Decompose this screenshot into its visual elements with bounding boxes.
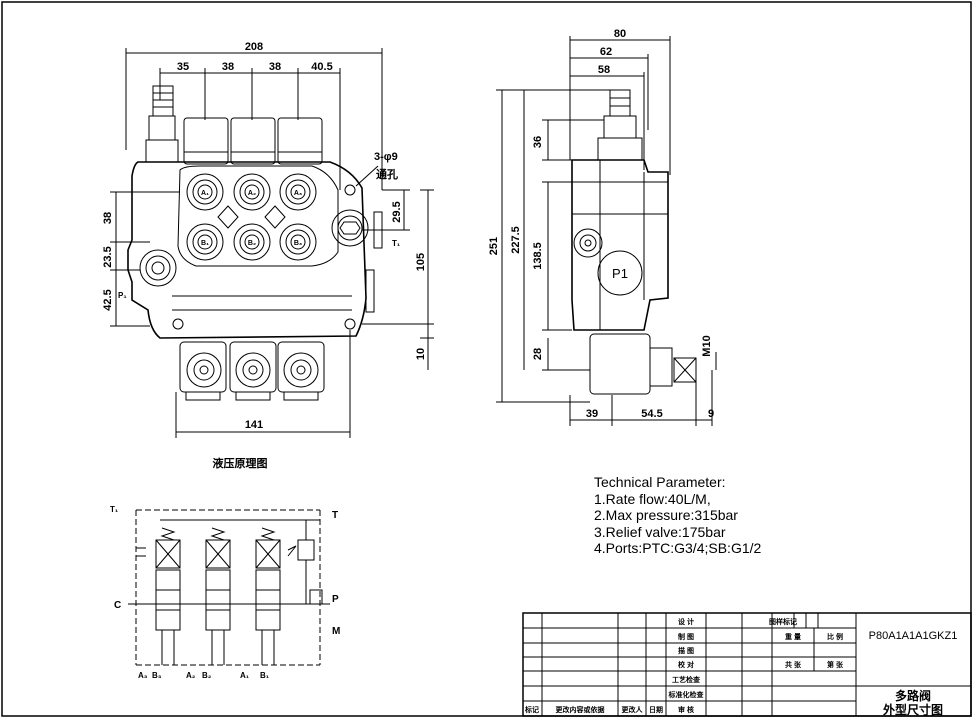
tb-mark: 标记 (524, 705, 539, 714)
schematic-m: M (332, 626, 340, 637)
tb-name-1: 多路阀 (895, 688, 931, 703)
technical-parameters: Technical Parameter: 1.Rate flow:40L/M, … (594, 474, 761, 557)
hydraulic-schematic (128, 509, 330, 666)
port-b1: B₁ (201, 240, 209, 247)
dim-227-5: 227.5 (510, 226, 522, 254)
tb-draw: 制 图 (678, 632, 694, 641)
dim-208: 208 (245, 41, 263, 53)
schematic-t1: T₁ (110, 505, 119, 514)
port-a3: A₃ (294, 190, 302, 197)
schematic-t: T (332, 510, 338, 521)
tech-line-3: 3.Relief valve:175bar (594, 523, 726, 540)
schematic-p: P (332, 594, 339, 605)
dim-right-105: 105 (415, 253, 427, 271)
tb-review: 审 核 (678, 705, 694, 714)
dim-38-a: 38 (222, 61, 234, 73)
dim-58: 58 (598, 64, 610, 76)
ports-a-row (186, 173, 317, 211)
tb-ratio: 比 例 (827, 632, 843, 641)
schematic-a1: A₁ (240, 671, 250, 680)
dim-left-23-5: 23.5 (102, 246, 114, 267)
label-t1: T₁ (392, 239, 401, 248)
dim-80: 80 (614, 28, 626, 40)
ports-b-row (186, 223, 317, 261)
tb-trace: 描 图 (678, 646, 694, 655)
label-p1-side: P1 (612, 266, 628, 281)
port-b2: B₂ (248, 240, 256, 247)
schematic-b2: B₂ (202, 671, 212, 680)
tb-design: 设 计 (678, 617, 694, 626)
dim-138-5: 138.5 (532, 242, 544, 270)
schematic-a3: A₃ (138, 671, 148, 680)
tb-stage: 图样标记 (769, 617, 797, 626)
dim-62: 62 (600, 46, 612, 58)
tb-name-2: 外型尺寸图 (883, 702, 943, 717)
port-b3: B₃ (294, 240, 302, 247)
tb-weight: 重 量 (785, 632, 801, 641)
schematic-b1: B₁ (260, 671, 270, 680)
port-a2: A₂ (248, 190, 256, 197)
dim-left-42-5: 42.5 (102, 289, 114, 310)
hole-note-through: 通孔 (376, 168, 398, 181)
tb-part-number: P80A1A1A1GKZ1 (869, 630, 958, 642)
hole-note: 3-φ9 (374, 151, 398, 163)
tb-change: 更改内容或依据 (556, 705, 605, 714)
label-p1: P₁ (118, 291, 127, 300)
dim-right-29-5: 29.5 (391, 201, 403, 222)
dim-54-5: 54.5 (641, 408, 662, 420)
schematic-a2: A₂ (186, 671, 196, 680)
dim-36: 36 (532, 136, 544, 148)
dim-251: 251 (488, 237, 500, 255)
dim-39: 39 (586, 408, 598, 420)
tech-line-2: 2.Max pressure:315bar (594, 507, 738, 523)
dim-40-5: 40.5 (311, 61, 332, 73)
title-block (522, 612, 972, 717)
dim-28: 28 (532, 348, 544, 360)
tb-check: 校 对 (678, 660, 694, 669)
tb-sheet: 第 张 (827, 660, 844, 669)
tb-date: 日期 (649, 705, 663, 714)
dim-right-10: 10 (415, 348, 427, 360)
tb-changer: 更改人 (622, 705, 644, 714)
port-a1: A₁ (201, 190, 209, 197)
dim-left-38: 38 (102, 212, 114, 224)
schematic-title: 液压原理图 (213, 456, 268, 470)
dim-35: 35 (177, 61, 189, 73)
dim-9: 9 (708, 408, 714, 420)
tech-line-1: 1.Rate flow:40L/M, (594, 490, 711, 507)
dim-141: 141 (245, 419, 263, 431)
front-view (110, 48, 434, 438)
tb-total: 共 张 (785, 660, 802, 669)
tb-process: 工艺检查 (672, 675, 701, 684)
tb-standard: 标准化检查 (668, 690, 705, 699)
side-view (496, 36, 717, 426)
tech-heading: Technical Parameter: (594, 474, 726, 490)
tech-line-4: 4.Ports:PTC:G3/4;SB:G1/2 (594, 540, 762, 556)
dim-m10: M10 (701, 335, 713, 356)
dim-38-b: 38 (269, 61, 281, 73)
schematic-b3: B₃ (152, 671, 162, 680)
schematic-c: C (114, 600, 121, 611)
